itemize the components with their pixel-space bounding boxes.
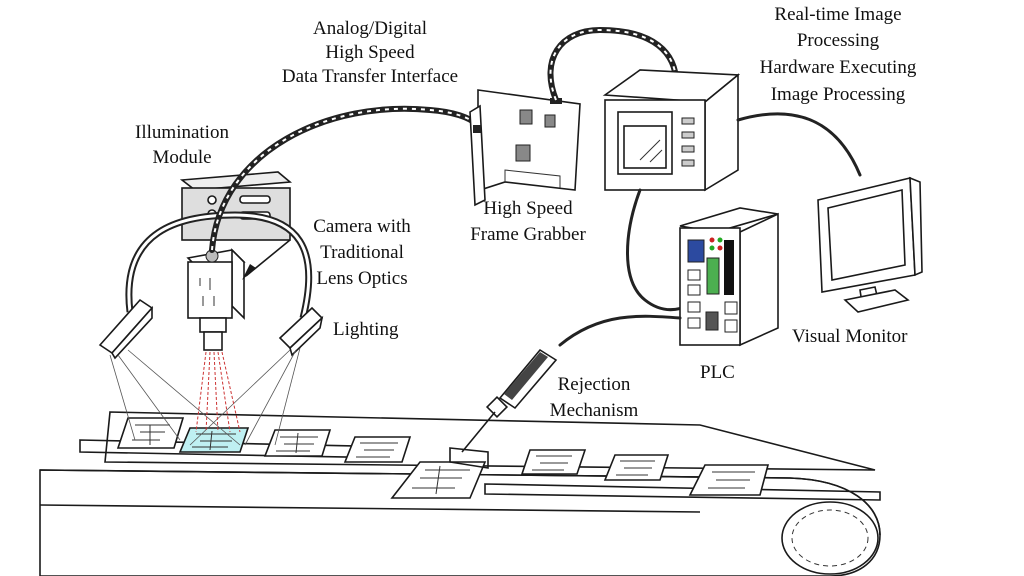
label-rejection: Rejection Mechanism: [550, 374, 639, 421]
label-lighting: Lighting: [333, 319, 399, 340]
light-left: [98, 298, 154, 360]
plc-cable: [626, 188, 692, 312]
frame-grabber-card: [469, 89, 581, 207]
camera-cable: [209, 105, 481, 253]
image-processing-hardware: [602, 69, 741, 192]
rejection-cable: [558, 314, 682, 347]
label-camera-line-1: Camera with: [313, 216, 411, 237]
label-interface: Analog/Digital High Speed Data Transfer …: [282, 18, 458, 87]
inspected-part: [178, 427, 250, 453]
label-rejection-line-1: Rejection: [558, 374, 631, 395]
label-illumination: Illumination Module: [135, 122, 229, 168]
label-processing-line-1: Real-time Image: [774, 4, 901, 25]
light-right: [278, 306, 324, 357]
camera-pointer-arrow: [242, 239, 291, 280]
camera: [186, 248, 246, 351]
label-processing-line-4: Image Processing: [771, 84, 906, 105]
monitor-cable: [736, 112, 862, 177]
light-beams: [109, 347, 301, 446]
label-rejection-line-2: Mechanism: [550, 400, 639, 421]
label-processing-line-3: Hardware Executing: [760, 57, 917, 78]
label-monitor: Visual Monitor: [792, 326, 908, 347]
label-camera-line-3: Lens Optics: [316, 268, 407, 289]
label-grabber-line-2: Frame Grabber: [470, 224, 586, 245]
belt-parts: [116, 417, 770, 499]
label-processing-line-2: Processing: [797, 30, 880, 51]
label-illumination-line-2: Module: [152, 147, 211, 168]
label-interface-line-2: High Speed: [325, 42, 415, 63]
camera-view-beam: [195, 351, 241, 433]
visual-monitor: [817, 176, 923, 313]
label-camera: Camera with Traditional Lens Optics: [313, 216, 411, 289]
label-processing: Real-time Image Processing Hardware Exec…: [760, 4, 917, 105]
label-illumination-line-1: Illumination: [135, 122, 229, 143]
label-interface-line-1: Analog/Digital: [313, 18, 427, 39]
label-interface-line-3: Data Transfer Interface: [282, 66, 458, 87]
label-camera-line-2: Traditional: [320, 242, 404, 263]
label-grabber: High Speed Frame Grabber: [470, 198, 586, 245]
label-plc: PLC: [700, 362, 735, 383]
plc-unit: [679, 207, 779, 347]
label-grabber-line-1: High Speed: [483, 198, 573, 219]
rejection-mechanism: [461, 348, 558, 453]
